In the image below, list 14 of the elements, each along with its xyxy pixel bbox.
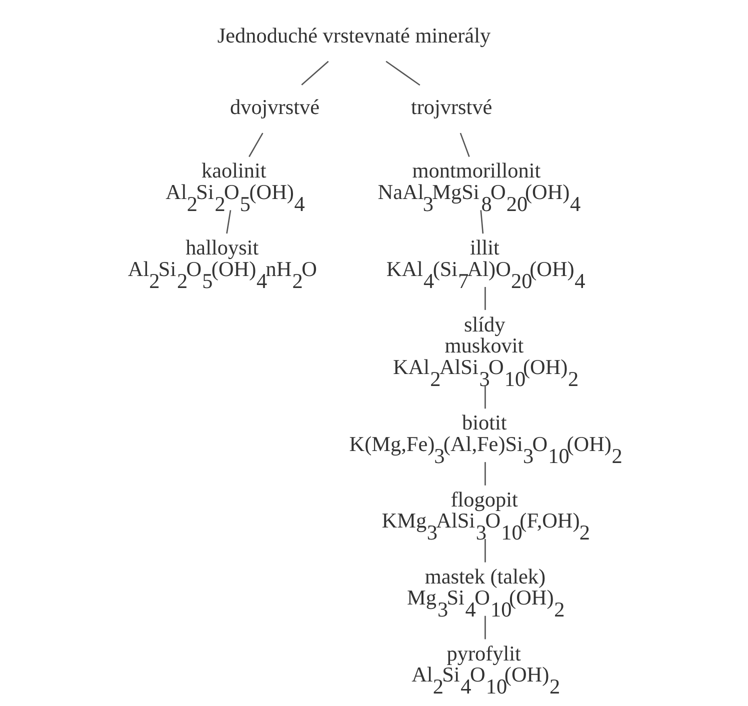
connector	[484, 286, 486, 310]
connector	[484, 462, 486, 486]
connector	[480, 210, 484, 234]
connector	[484, 538, 486, 562]
connector	[484, 385, 486, 409]
connector	[300, 60, 328, 86]
connector	[226, 210, 231, 234]
connector	[385, 60, 420, 86]
node-text: dvojvrstvé	[229, 95, 320, 120]
node-text: trojvrstvé	[410, 95, 492, 120]
connector	[248, 132, 263, 158]
connector	[484, 616, 486, 640]
node-text: Jednoduché vrstevnaté minerály	[216, 24, 490, 48]
connector	[459, 132, 470, 157]
